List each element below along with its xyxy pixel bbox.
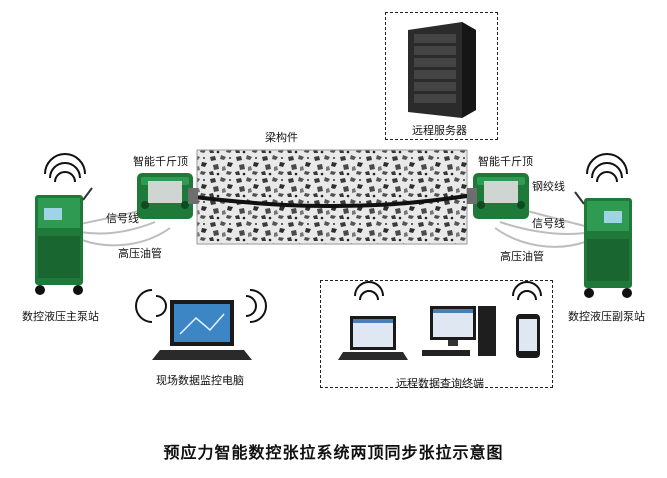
remote-terminals-box: [320, 280, 553, 388]
jack-right-icon: [467, 173, 529, 219]
remote-server-label: 远程服务器: [412, 124, 467, 137]
jack-left-label: 智能千斤顶: [133, 155, 188, 168]
wifi-signal-icon: [44, 153, 86, 183]
laptop-icon: [338, 316, 408, 360]
beam: [196, 149, 468, 245]
remote-server-box: [385, 12, 498, 140]
oil-left-label: 高压油管: [118, 247, 162, 260]
signal-right-label: 信号线: [532, 217, 565, 230]
desktop-computer-icon: [422, 306, 496, 356]
pump-main-label: 数控液压主泵站: [22, 310, 99, 323]
laptop-icon: [152, 300, 252, 360]
jack-left-icon: [137, 173, 198, 219]
oil-right-label: 高压油管: [500, 250, 544, 263]
server-rack-icon: [408, 22, 476, 118]
steel-strand: [185, 191, 488, 209]
wifi-signal-icon: [512, 281, 542, 301]
signal-left-label: 信号线: [106, 212, 139, 225]
wifi-signal-icon: [586, 153, 628, 183]
remote-terminals-label: 远程数据查询终端: [396, 377, 484, 390]
pump-aux-label: 数控液压副泵站: [568, 310, 645, 323]
diagram-title: 预应力智能数控张拉系统两顶同步张拉示意图: [163, 443, 504, 462]
beam-label: 梁构件: [265, 131, 298, 144]
wifi-signal-icon: [135, 289, 267, 323]
site-pc-label: 现场数据监控电脑: [156, 374, 244, 387]
smartphone-icon: [516, 314, 540, 358]
strand-label: 钢绞线: [532, 180, 565, 193]
pump-aux-icon: [574, 191, 632, 298]
wifi-signal-icon: [354, 281, 384, 301]
pump-main-icon: [35, 187, 93, 295]
jack-right-label: 智能千斤顶: [478, 155, 533, 168]
